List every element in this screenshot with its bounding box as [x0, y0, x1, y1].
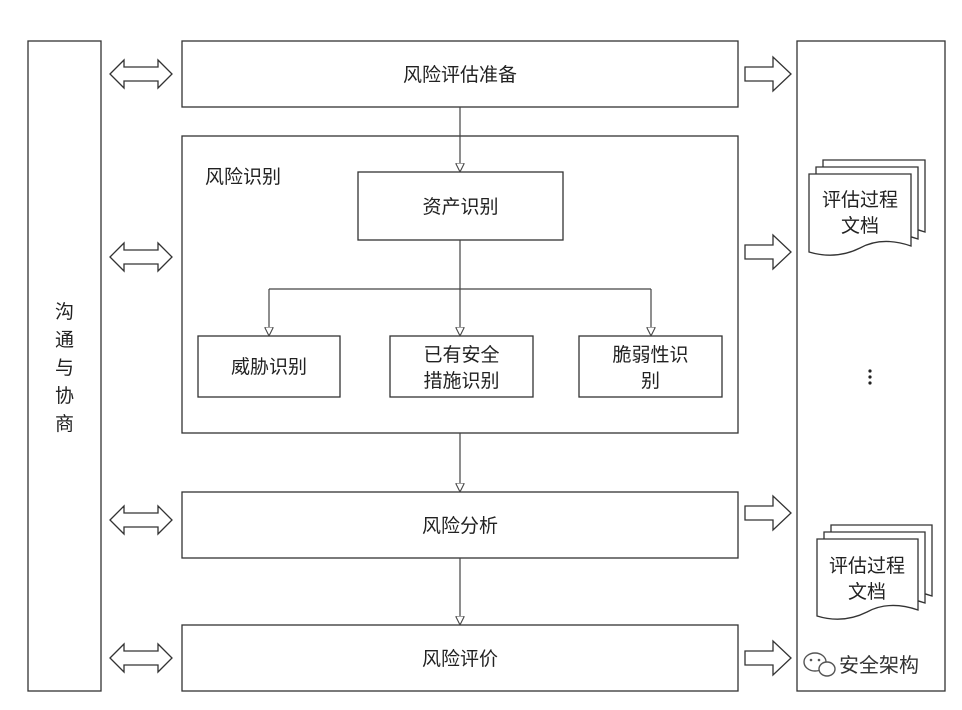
double-arrow-icon [109, 58, 173, 90]
vulnerability-line: 别 [641, 370, 660, 392]
double-arrow-icon [109, 241, 173, 273]
stage-prepare: 风险评估准备 [181, 40, 739, 108]
document-icon [816, 538, 919, 620]
vulnerability-identification: 脆弱性识 别 [578, 335, 723, 398]
existing-measures-line: 已有安全 [423, 344, 499, 366]
document-label-line: 文档 [841, 215, 879, 237]
document-stack-top: 评估过程 文档 [808, 159, 926, 256]
right-arrow-icon [744, 494, 792, 532]
double-arrow-icon [109, 642, 173, 674]
stage-analyze: 风险分析 [181, 491, 739, 559]
stage-prepare-label: 风险评估准备 [403, 64, 517, 86]
output-arrows [744, 55, 792, 677]
document-label-line: 文档 [848, 581, 886, 603]
communication-panel: 沟 通 与 协 商 [27, 40, 102, 692]
document-stack-bottom: 评估过程 文档 [816, 524, 933, 620]
document-label-line: 评估过程 [822, 189, 898, 211]
document-icon [808, 173, 912, 256]
vulnerability-line: 脆弱性识 [612, 344, 688, 366]
stage-identify-label: 风险识别 [205, 166, 281, 188]
right-arrow-icon [744, 233, 792, 271]
asset-identification-label: 资产识别 [422, 196, 498, 218]
panel-char: 与 [55, 357, 74, 379]
panel-char: 沟 [55, 301, 74, 323]
panel-char: 商 [55, 413, 74, 435]
right-arrow-icon [744, 55, 792, 93]
panel-char: 协 [55, 385, 74, 407]
panel-char: 通 [55, 329, 74, 351]
watermark: 安全架构 [803, 652, 919, 677]
document-label-line: 评估过程 [829, 555, 905, 577]
existing-measures-identification: 已有安全 措施识别 [389, 335, 534, 398]
watermark-text: 安全架构 [839, 653, 919, 677]
asset-identification: 资产识别 [357, 171, 564, 241]
stage-evaluate-label: 风险评价 [422, 648, 498, 670]
existing-measures-line: 措施识别 [423, 370, 499, 392]
ellipsis-icon [868, 369, 872, 385]
threat-identification-label: 威胁识别 [231, 356, 307, 378]
bidirectional-arrows [109, 58, 173, 674]
threat-identification: 威胁识别 [197, 335, 341, 398]
stage-evaluate: 风险评价 [181, 624, 739, 692]
stage-analyze-label: 风险分析 [422, 515, 498, 537]
right-arrow-icon [744, 639, 792, 677]
flow-connectors [269, 107, 651, 624]
wechat-logo-icon [803, 652, 836, 677]
double-arrow-icon [109, 504, 173, 536]
